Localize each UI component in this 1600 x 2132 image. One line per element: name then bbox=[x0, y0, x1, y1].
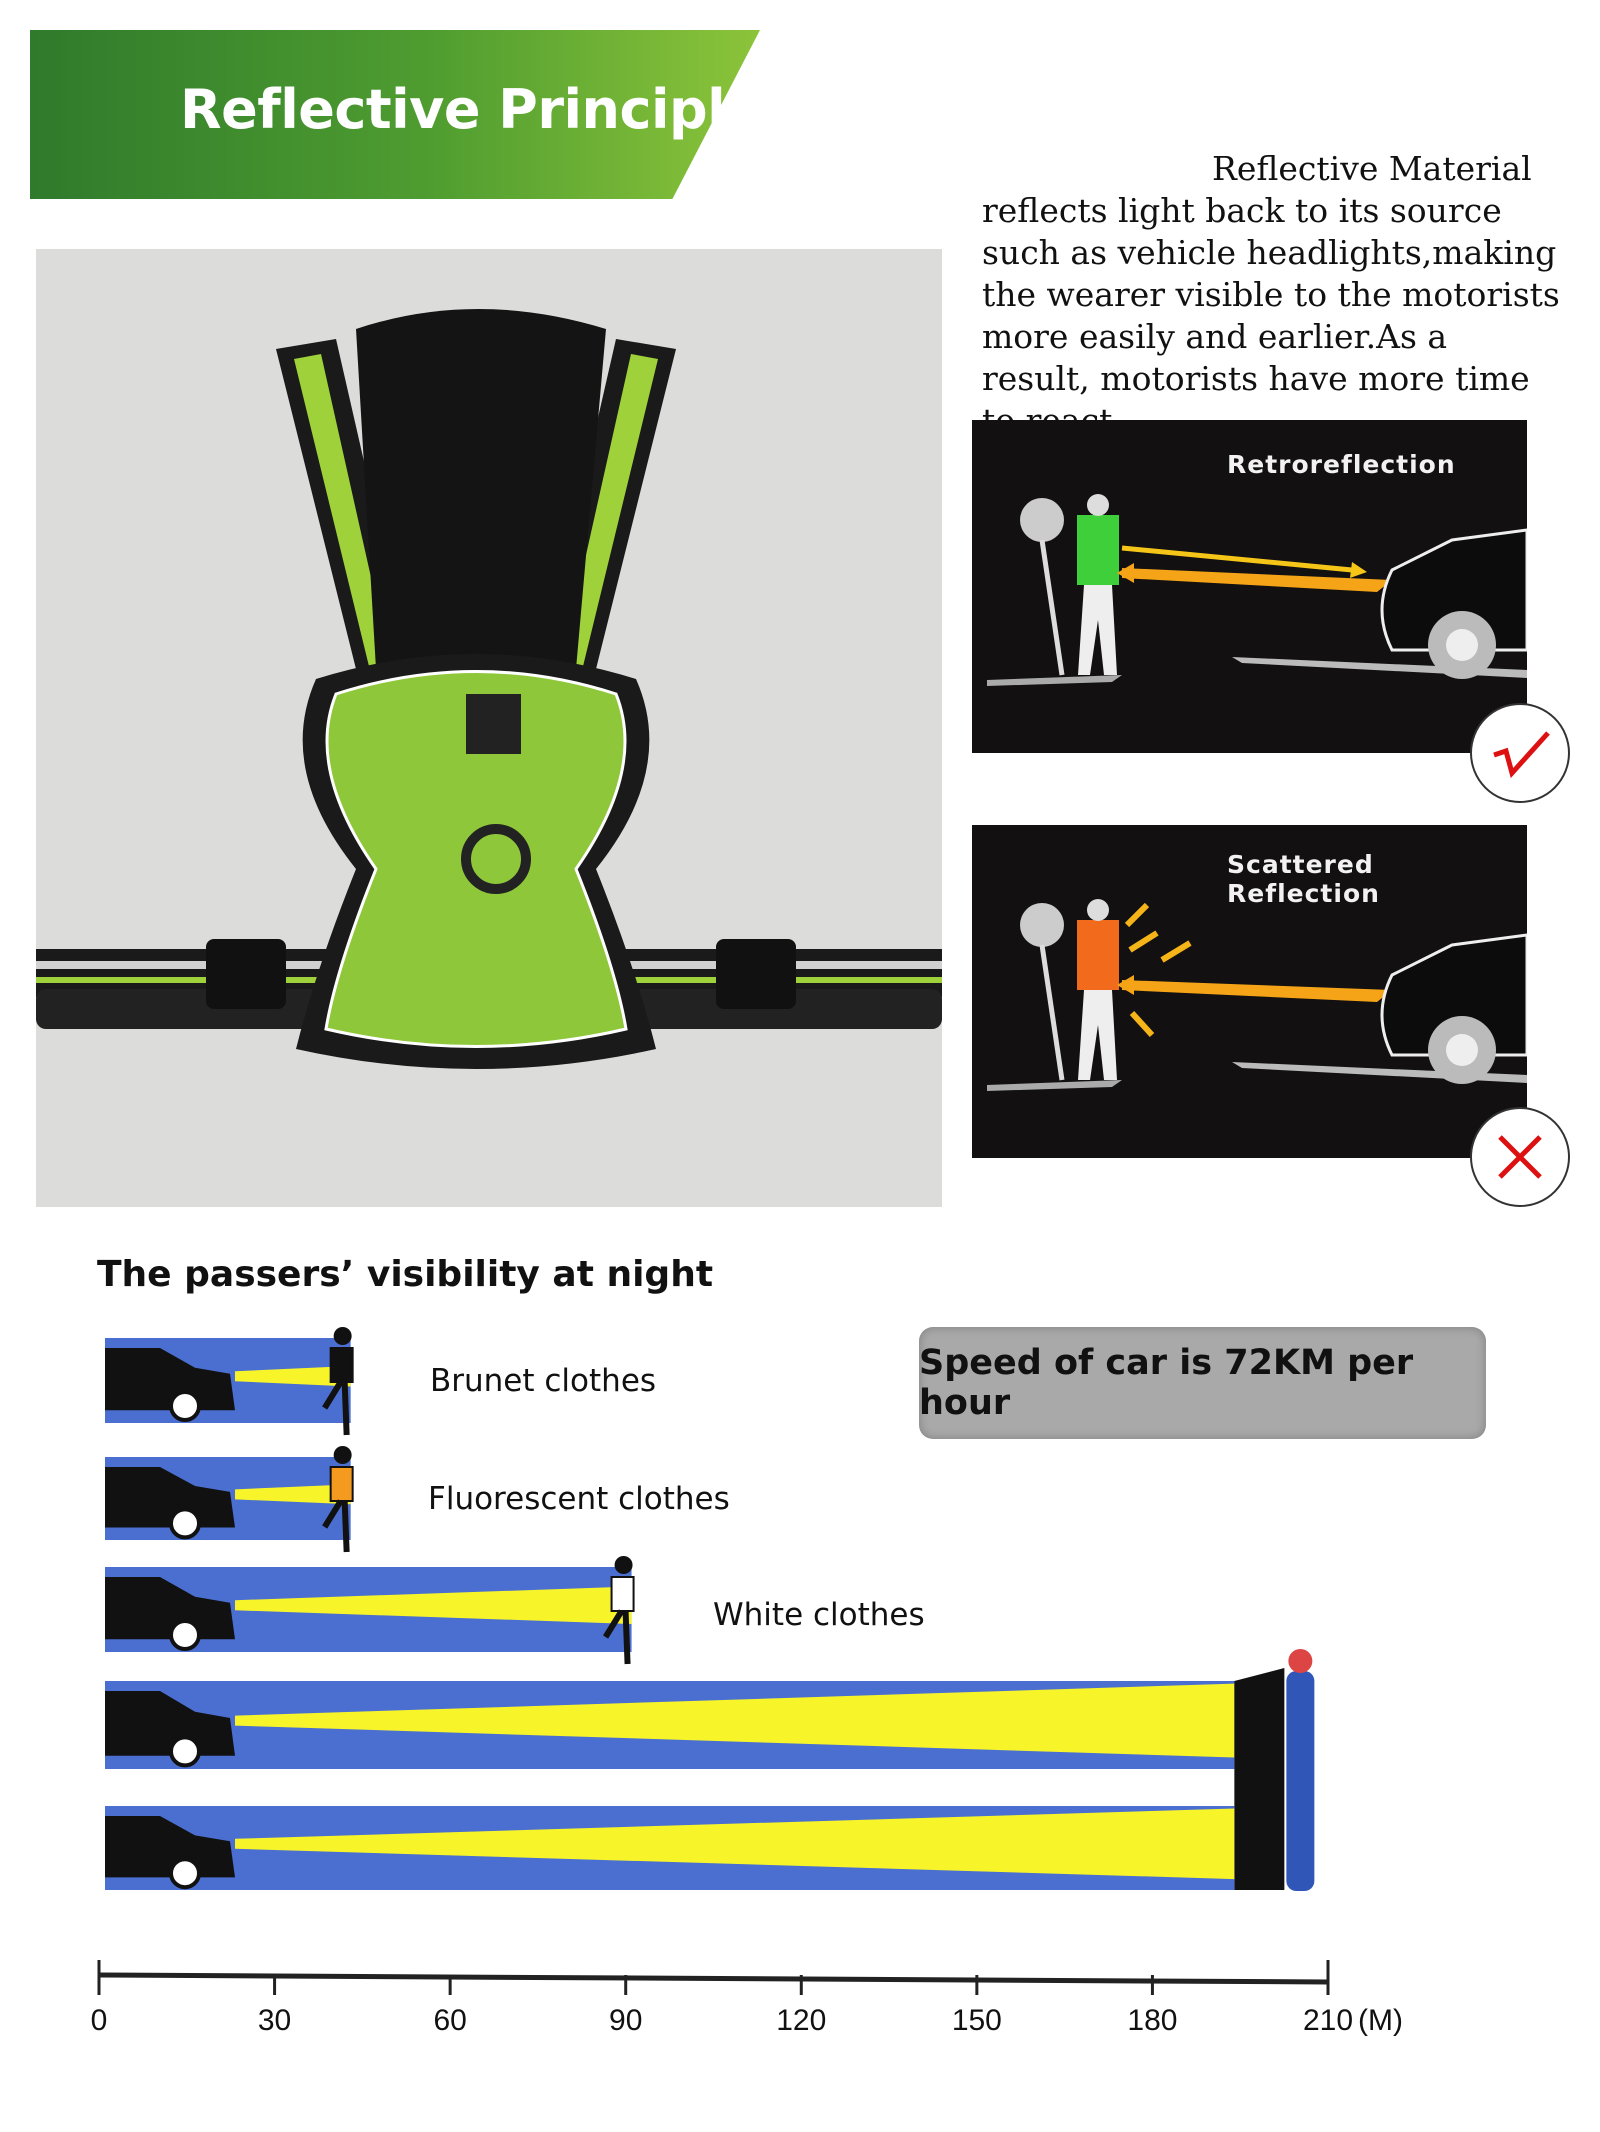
x-tick-label: 0 bbox=[91, 2004, 108, 2037]
buckle-left bbox=[206, 939, 286, 1009]
pedestrian-head bbox=[614, 1556, 633, 1574]
cross-badge bbox=[1470, 1107, 1570, 1207]
car-wheel bbox=[169, 1507, 201, 1540]
check-badge bbox=[1470, 703, 1570, 803]
buckle-right bbox=[716, 939, 796, 1009]
car bbox=[105, 1691, 235, 1756]
car-wheel bbox=[169, 1619, 201, 1651]
title-banner bbox=[30, 30, 760, 199]
orange-vest bbox=[1077, 920, 1119, 990]
x-tick-label: 60 bbox=[433, 2004, 466, 2037]
x-tick-label: 210 bbox=[1303, 2004, 1353, 2037]
pedestrian-legs bbox=[322, 1499, 350, 1553]
x-tick-label: 30 bbox=[258, 2004, 291, 2037]
cross-icon bbox=[1498, 1135, 1542, 1179]
headlight-beam bbox=[235, 1808, 1235, 1880]
retroreflection-label: Retroreflection bbox=[1227, 450, 1456, 479]
scatter-arrows bbox=[1124, 902, 1192, 1038]
x-axis-line bbox=[98, 1972, 1329, 1985]
check-icon bbox=[1493, 731, 1550, 779]
reflective-panel bbox=[1234, 1668, 1285, 1890]
harness-photo bbox=[36, 249, 942, 1207]
row-label-brunet: Brunet clothes bbox=[430, 1363, 657, 1399]
car-wheel bbox=[169, 1857, 201, 1890]
harness-image bbox=[36, 309, 942, 1069]
pedestrian-head bbox=[333, 1446, 352, 1464]
x-axis-unit: (M) bbox=[1358, 2004, 1403, 2037]
banner-title: Reflective Principle bbox=[180, 78, 762, 141]
reflected-arrow bbox=[1122, 568, 1392, 592]
reflective-person bbox=[1286, 1671, 1315, 1891]
pedestrian-body bbox=[329, 1466, 354, 1502]
headlight-beam bbox=[235, 1683, 1235, 1758]
green-vest bbox=[1077, 515, 1119, 585]
row-label-fluorescent: Fluorescent clothes bbox=[428, 1481, 730, 1517]
x-tick-label: 180 bbox=[1127, 2004, 1177, 2037]
car-wheel bbox=[169, 1390, 201, 1422]
description-line1: Reflective Material bbox=[1212, 149, 1532, 188]
d-ring bbox=[461, 824, 531, 894]
speed-note: Speed of car is 72KM per hour bbox=[919, 1343, 1414, 1423]
row-label-white: White clothes bbox=[713, 1597, 925, 1633]
speed-note-box: Speed of car is 72KM per hour bbox=[919, 1327, 1486, 1439]
pedestrian-legs bbox=[603, 1609, 631, 1665]
x-tick-label: 150 bbox=[952, 2004, 1002, 2037]
brand-tag bbox=[466, 694, 521, 754]
visibility-title: The passers’ visibility at night bbox=[97, 1254, 714, 1295]
pedestrian-body bbox=[329, 1347, 354, 1383]
scattered-reflection-label: Scattered Reflection bbox=[1227, 850, 1380, 908]
scattered-reflection-panel: Scattered Reflection bbox=[972, 825, 1529, 1158]
car bbox=[105, 1577, 235, 1640]
headlight-beam bbox=[235, 1366, 351, 1387]
car bbox=[105, 1348, 235, 1411]
car bbox=[105, 1467, 235, 1528]
reflective-person-head bbox=[1288, 1649, 1313, 1673]
pedestrian-body bbox=[610, 1576, 635, 1612]
pedestrian-head bbox=[333, 1327, 352, 1345]
headlight-beam bbox=[235, 1586, 632, 1624]
car-wheel bbox=[169, 1735, 201, 1768]
scattered-reflection-illustration bbox=[987, 899, 1529, 1091]
pedestrian-legs bbox=[322, 1380, 350, 1436]
x-tick-label: 120 bbox=[776, 2004, 826, 2037]
headlight-beam bbox=[235, 1484, 351, 1505]
light-arrow bbox=[1121, 545, 1353, 573]
car bbox=[105, 1816, 235, 1878]
x-tick-label: 90 bbox=[609, 2004, 642, 2037]
